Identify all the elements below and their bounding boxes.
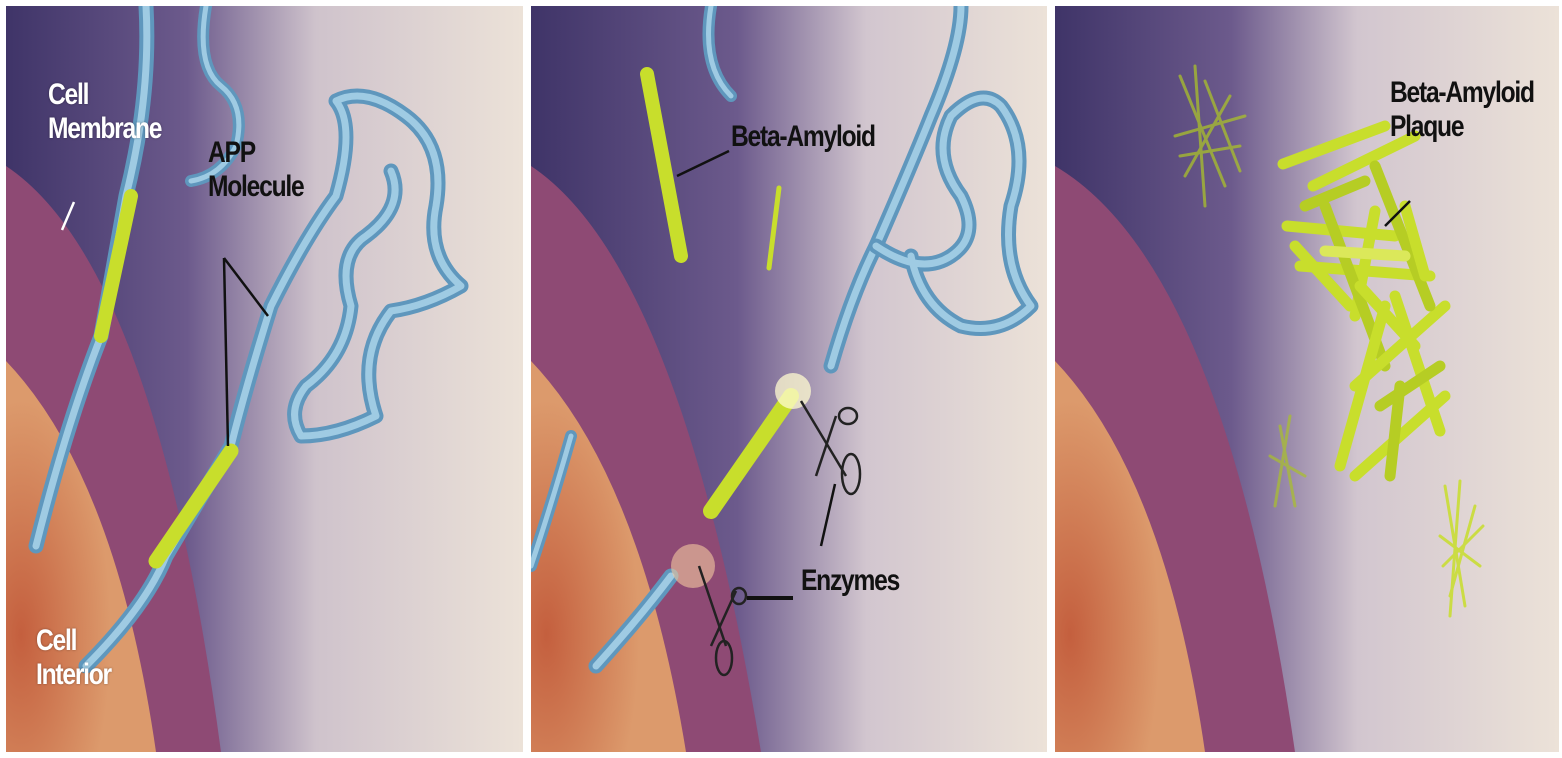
cleavage-glow-upper <box>775 373 811 409</box>
panel-app-molecule: Cell Membrane APP Molecule Cell Interior <box>6 6 523 752</box>
label-cell-membrane-line-2: Membrane <box>48 112 161 146</box>
panel-plaque-formation: Beta-Amyloid Plaque <box>1055 6 1559 752</box>
cleavage-glow-lower <box>671 544 715 588</box>
label-app-molecule: APP Molecule <box>208 136 303 204</box>
label-cell-membrane: Cell Membrane <box>48 78 161 146</box>
label-cell-membrane-line-1: Cell <box>48 78 161 112</box>
label-enzymes: Enzymes <box>801 564 899 598</box>
label-app-molecule-line-1: APP <box>208 136 303 170</box>
label-beta-amyloid-plaque: Beta-Amyloid Plaque <box>1390 76 1534 144</box>
label-beta-amyloid: Beta-Amyloid <box>731 120 875 154</box>
panel-2-illustration <box>531 6 1047 752</box>
label-plaque-line-2: Plaque <box>1390 110 1534 144</box>
label-cell-interior: Cell Interior <box>36 624 111 692</box>
label-cell-interior-line-2: Interior <box>36 658 111 692</box>
label-app-molecule-line-2: Molecule <box>208 170 303 204</box>
panel-enzyme-cleavage: Beta-Amyloid Enzymes <box>531 6 1047 752</box>
label-cell-interior-line-1: Cell <box>36 624 111 658</box>
label-plaque-line-1: Beta-Amyloid <box>1390 76 1534 110</box>
